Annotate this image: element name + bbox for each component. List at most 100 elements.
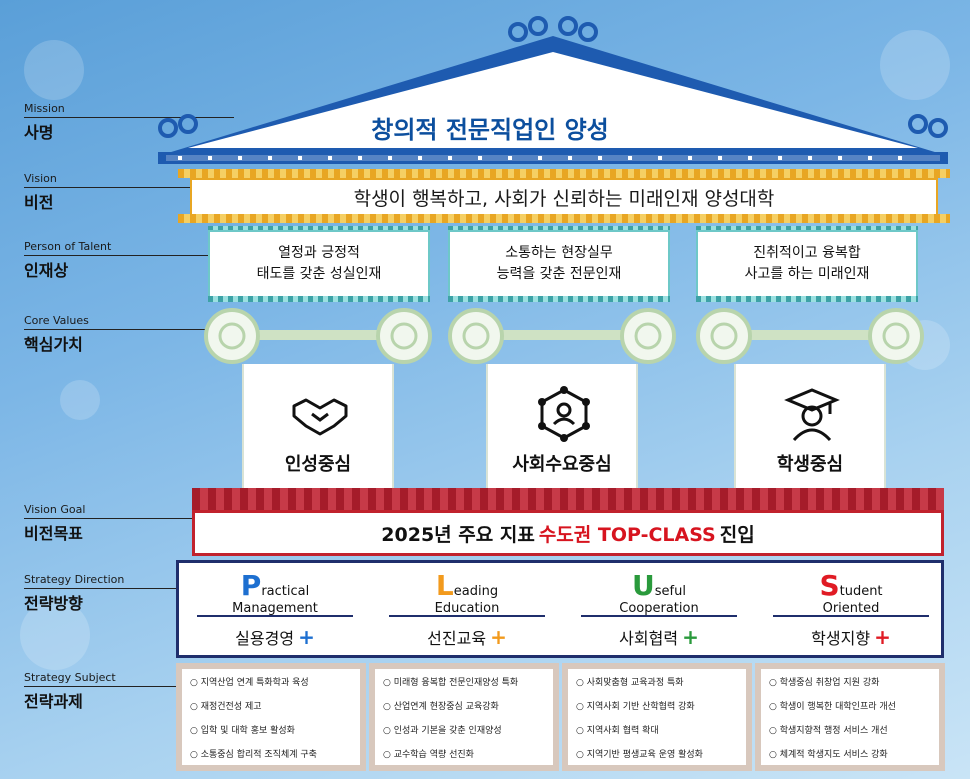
plus-icon: + xyxy=(682,625,699,649)
label-talent: Person of Talent 인재상 xyxy=(24,240,184,281)
direction-letter: S xyxy=(819,569,840,602)
subject-item: ○ 지역기반 평생교육 운영 활성화 xyxy=(576,750,703,760)
core-value-label: 인성중심 xyxy=(284,454,352,475)
direction-leading: Leading Education 선진교육+ xyxy=(371,569,563,655)
vision-bar: 학생이 행복하고, 사회가 신뢰하는 미래인재 양성대학 xyxy=(190,178,938,216)
column-student: 학생중심 xyxy=(734,364,886,492)
direction-ko: 선진교육+ xyxy=(371,625,563,649)
label-vision-goal: Vision Goal 비전목표 xyxy=(24,503,184,544)
label-en: Vision xyxy=(24,172,57,185)
label-vision: Vision 비전 xyxy=(24,172,184,213)
label-ko: 전략방향 xyxy=(24,594,83,613)
label-line xyxy=(24,329,224,330)
subject-item: ○ 사회맞춤형 교육과정 특화 xyxy=(576,678,684,688)
handshake-icon xyxy=(292,398,348,436)
direction-ko: 실용경영+ xyxy=(179,625,371,649)
label-en: Core Values xyxy=(24,314,89,327)
label-core-values: Core Values 핵심가치 xyxy=(24,314,184,355)
talent-line: 열정과 긍정적 xyxy=(278,245,360,261)
direction-useful: Useful Cooperation 사회협력+ xyxy=(563,569,755,655)
subject-item: ○ 미래형 융복합 전문인재양성 특화 xyxy=(383,678,519,688)
direction-word: seful xyxy=(654,584,686,599)
label-ko: 사명 xyxy=(24,123,54,142)
network-icon xyxy=(538,386,590,442)
direction-head: Practical Management xyxy=(179,569,371,616)
talent-line: 진취적이고 융복합 xyxy=(753,245,861,261)
label-line xyxy=(24,187,192,188)
subject-list: ○ 학생중심 취창업 지원 강화 ○ 학생이 행복한 대학인프라 개선 ○ 학생… xyxy=(761,669,939,765)
direction-word: tudent xyxy=(839,584,883,599)
label-ko: 전략과제 xyxy=(24,692,83,711)
direction-letter: L xyxy=(435,569,454,602)
column-capital xyxy=(448,308,676,364)
direction-student: Student Oriented 학생지향+ xyxy=(755,569,947,655)
label-line xyxy=(24,117,234,118)
talent-line: 사고를 하는 미래인재 xyxy=(744,266,870,282)
subject-item: ○ 지역산업 연계 특화학과 육성 xyxy=(190,678,309,688)
subject-item: ○ 소통중심 합리적 조직체계 구축 xyxy=(190,750,317,760)
label-en: Strategy Subject xyxy=(24,671,116,684)
direction-ko: 학생지향+ xyxy=(755,625,947,649)
subject-list: ○ 미래형 융복합 전문인재양성 특화 ○ 산업연계 현장중심 교육강화 ○ 인… xyxy=(375,669,553,765)
direction-ko-text: 사회협력 xyxy=(619,629,679,648)
goal-highlight: 수도권 TOP-CLASS xyxy=(538,523,716,546)
subject-item: ○ 입학 및 대학 홍보 활성화 xyxy=(190,726,295,736)
talent-trim xyxy=(448,296,670,302)
core-value-label: 사회수요중심 xyxy=(512,454,612,475)
direction-head: Leading Education xyxy=(371,569,563,616)
direction-rule xyxy=(197,615,353,617)
direction-word2: Cooperation xyxy=(619,600,699,616)
label-en: Strategy Direction xyxy=(24,573,125,586)
label-line xyxy=(24,255,208,256)
direction-ko-text: 학생지향 xyxy=(811,629,871,648)
subject-list: ○ 지역산업 연계 특화학과 육성 ○ 재정건전성 제고 ○ 입학 및 대학 홍… xyxy=(182,669,360,765)
talent-line: 소통하는 현장실무 xyxy=(505,245,613,261)
label-ko: 비전 xyxy=(24,193,54,212)
subject-item: ○ 학생지향적 행정 서비스 개선 xyxy=(769,726,888,736)
talent-trim xyxy=(696,226,918,232)
subject-item: ○ 학생중심 취창업 지원 강화 xyxy=(769,678,880,688)
label-line xyxy=(24,518,192,519)
direction-word2: Management xyxy=(232,600,318,616)
plus-icon: + xyxy=(490,625,507,649)
talent-box-3: 진취적이고 융복합 사고를 하는 미래인재 xyxy=(696,230,918,298)
talent-trim xyxy=(208,296,430,302)
label-ko: 인재상 xyxy=(24,261,69,280)
subject-item: ○ 지역사회 협력 확대 xyxy=(576,726,659,736)
core-value-label: 학생중심 xyxy=(776,454,844,475)
direction-head: Student Oriented xyxy=(755,569,947,615)
subject-item: ○ 지역사회 기반 산학협력 강화 xyxy=(576,702,695,712)
subject-item: ○ 교수학습 역량 선진화 xyxy=(383,750,474,760)
talent-line: 능력을 갖춘 전문인재 xyxy=(496,266,622,282)
subject-item: ○ 체계적 학생지도 서비스 강화 xyxy=(769,750,888,760)
bg-bubble xyxy=(60,380,100,420)
subject-box-2: ○ 미래형 융복합 전문인재양성 특화 ○ 산업연계 현장중심 교육강화 ○ 인… xyxy=(369,663,559,771)
direction-letter: U xyxy=(632,569,655,602)
plus-icon: + xyxy=(298,625,315,649)
column-capital xyxy=(204,308,432,364)
label-ko: 핵심가치 xyxy=(24,335,83,354)
subject-box-4: ○ 학생중심 취창업 지원 강화 ○ 학생이 행복한 대학인프라 개선 ○ 학생… xyxy=(755,663,945,771)
direction-word2: Education xyxy=(434,600,500,616)
subject-box-3: ○ 사회맞춤형 교육과정 특화 ○ 지역사회 기반 산학협력 강화 ○ 지역사회… xyxy=(562,663,752,771)
label-en: Person of Talent xyxy=(24,240,112,253)
subject-box-1: ○ 지역산업 연계 특화학과 육성 ○ 재정건전성 제고 ○ 입학 및 대학 홍… xyxy=(176,663,366,771)
label-en: Mission xyxy=(24,102,65,115)
direction-practical: Practical Management 실용경영+ xyxy=(179,569,371,655)
subject-item: ○ 산업연계 현장중심 교육강화 xyxy=(383,702,499,712)
column-social-demand: 사회수요중심 xyxy=(486,364,638,492)
bg-bubble xyxy=(20,600,90,670)
direction-letter: P xyxy=(240,569,262,602)
direction-word: eading xyxy=(453,584,499,599)
talent-trim xyxy=(696,296,918,302)
direction-word: ractical xyxy=(261,584,310,599)
label-line xyxy=(24,686,176,687)
subject-item: ○ 인성과 기본을 갖춘 인재양성 xyxy=(383,726,502,736)
label-line xyxy=(24,588,176,589)
vision-goal-box: 2025년 주요 지표 수도권 TOP-CLASS 진입 xyxy=(192,510,944,556)
column-personality: 인성중심 xyxy=(242,364,394,492)
vision-trim-bottom xyxy=(178,214,950,223)
label-ko: 비전목표 xyxy=(24,524,83,543)
label-strategy-subject: Strategy Subject 전략과제 xyxy=(24,671,184,712)
goal-suffix: 진입 xyxy=(719,523,755,546)
